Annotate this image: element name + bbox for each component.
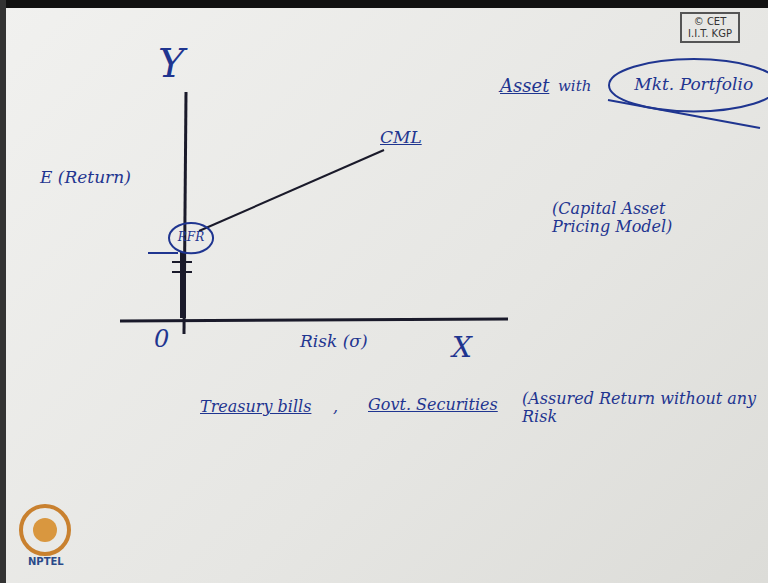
nptel-logo [21,506,69,554]
node-text: RFR [178,231,204,245]
note-text: , [333,398,338,416]
origin-label: 0 [154,326,169,354]
copyright-box: © CET I.I.T. KGP [680,12,740,43]
pointer-stroke [608,100,760,128]
tick-mark [172,271,192,273]
axis-letter: X [452,332,472,364]
x-axis [120,319,508,321]
note-text: Govt. Securities [368,396,498,414]
left-frame-bar [0,0,6,583]
note-text: (Capital Asset Pricing Model) [552,200,712,237]
axis-title: Risk (σ) [300,332,368,352]
top-frame-bar [0,0,768,8]
line-label: CML [380,128,422,148]
logo-text: NPTEL [28,556,64,568]
capital-market-line [199,150,384,231]
axis-letter: Y [158,40,184,86]
note-text: Asset [500,76,549,97]
underline [148,252,178,254]
note-text: (Assured Return without any Risk [522,390,758,427]
nptel-logo [33,518,57,542]
node-text: Mkt. Portfolio [634,75,753,95]
axis-title: E (Return) [40,168,131,188]
note-text: Treasury bills [200,398,311,416]
tick-mark [172,261,192,263]
rfr-circle: RFR [168,222,214,254]
node-text: © CET I.I.T. KGP [684,16,736,39]
y-axis [184,92,186,334]
market-portfolio-ellipse: Mkt. Portfolio [608,58,768,112]
note-text: with [558,78,591,95]
